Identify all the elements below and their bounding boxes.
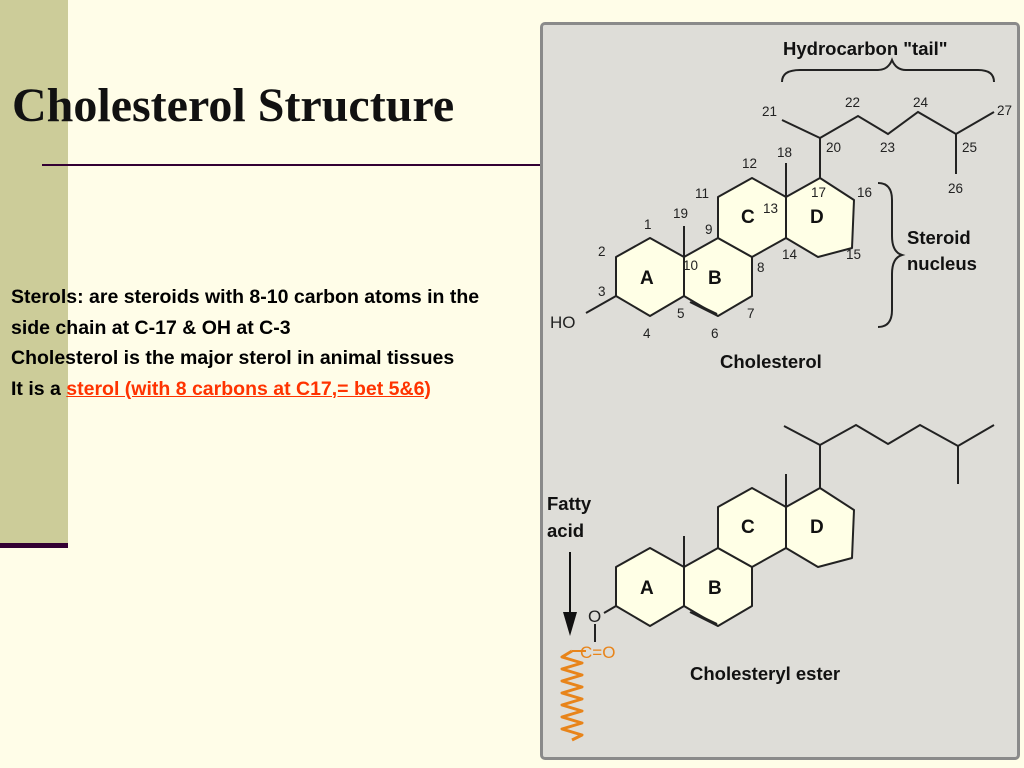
cholesterol-carbon-labels: 1 2 3 4 5 6 7 8 9 10 11 12 13 14 15 16 1… — [598, 95, 1012, 341]
c2-label: 2 — [598, 244, 606, 259]
body-paragraph-sterols: Sterols: are steroids with 8-10 carbon a… — [11, 286, 480, 339]
fatty-acid-arrow-head — [563, 612, 577, 636]
c10-label: 10 — [683, 258, 698, 273]
ring-d-label: D — [810, 207, 824, 228]
definition-prefix: It is a — [11, 377, 67, 400]
ester-rings — [615, 487, 855, 627]
ring-b-label: B — [708, 268, 722, 289]
hydroxyl-label: HO — [550, 313, 576, 332]
nucleus-caption-line2: nucleus — [907, 253, 977, 274]
carbonyl-label: C=O — [580, 643, 615, 662]
c26-label: 26 — [948, 181, 963, 196]
title-divider — [42, 164, 540, 166]
c6-label: 6 — [711, 326, 719, 341]
ester-double-bond — [691, 611, 718, 625]
ester-ring-b-label: B — [708, 578, 722, 599]
ring-a-label: A — [640, 268, 654, 289]
nucleus-brace — [877, 182, 906, 328]
tail-brace — [781, 57, 995, 83]
ester-ring-d-label: D — [810, 517, 824, 538]
c24-label: 24 — [913, 95, 929, 110]
left-accent-rule — [0, 543, 68, 548]
ester-ring-c-label: C — [741, 517, 755, 538]
body-paragraph-definition: It is a sterol (with 8 carbons at C17,= … — [11, 374, 511, 405]
cholesterol-caption: Cholesterol — [720, 351, 822, 372]
slide-body: Sterols: are steroids with 8-10 carbon a… — [11, 282, 511, 404]
cholesterol-double-bond — [691, 301, 718, 315]
c4-label: 4 — [643, 326, 651, 341]
cholesterol-rings — [615, 177, 855, 317]
c17-label: 17 — [811, 185, 826, 200]
c7-label: 7 — [747, 306, 755, 321]
c15-label: 15 — [846, 247, 861, 262]
c20-label: 20 — [826, 140, 841, 155]
cholesterol-ring-letters: A B C D — [640, 207, 824, 289]
ester-ring-letters: A B C D — [640, 517, 824, 599]
c1-label: 1 — [644, 217, 652, 232]
fatty-acid-spring — [560, 649, 584, 742]
body-paragraph-major-sterol: Cholesterol is the major sterol in anima… — [11, 347, 455, 369]
c22-label: 22 — [845, 95, 860, 110]
c3-label: 3 — [598, 284, 606, 299]
c5-label: 5 — [677, 306, 685, 321]
c11-label: 11 — [695, 186, 709, 201]
c12-label: 12 — [742, 156, 757, 171]
slide-title: Cholesterol Structure — [12, 79, 455, 132]
c14-label: 14 — [782, 247, 798, 262]
cholesterol-figure: 1 2 3 4 5 6 7 8 9 10 11 12 13 14 15 16 1… — [540, 22, 1020, 760]
tail-caption: Hydrocarbon "tail" — [783, 38, 948, 59]
c25-label: 25 — [962, 140, 977, 155]
fatty-acid-caption-line2: acid — [547, 520, 584, 541]
c16-label: 16 — [857, 185, 872, 200]
c13-label: 13 — [763, 201, 778, 216]
nucleus-caption-line1: Steroid — [907, 227, 971, 248]
c19-label: 19 — [673, 206, 688, 221]
c9-label: 9 — [705, 222, 713, 237]
c8-label: 8 — [757, 260, 765, 275]
cholesterol-bonds — [585, 110, 995, 317]
ester-ring-a-label: A — [640, 578, 654, 599]
ester-caption: Cholesteryl ester — [690, 663, 840, 684]
c21-label: 21 — [762, 104, 777, 119]
c23-label: 23 — [880, 140, 895, 155]
definition-highlight: sterol (with 8 carbons at C17,= bet 5&6) — [66, 377, 431, 400]
ester-oxygen-label: O — [588, 607, 601, 626]
ring-c-label: C — [741, 207, 755, 228]
c27-label: 27 — [997, 103, 1012, 118]
fatty-acid-caption-line1: Fatty — [547, 493, 592, 514]
c18-label: 18 — [777, 145, 792, 160]
left-accent-bar — [0, 0, 68, 545]
